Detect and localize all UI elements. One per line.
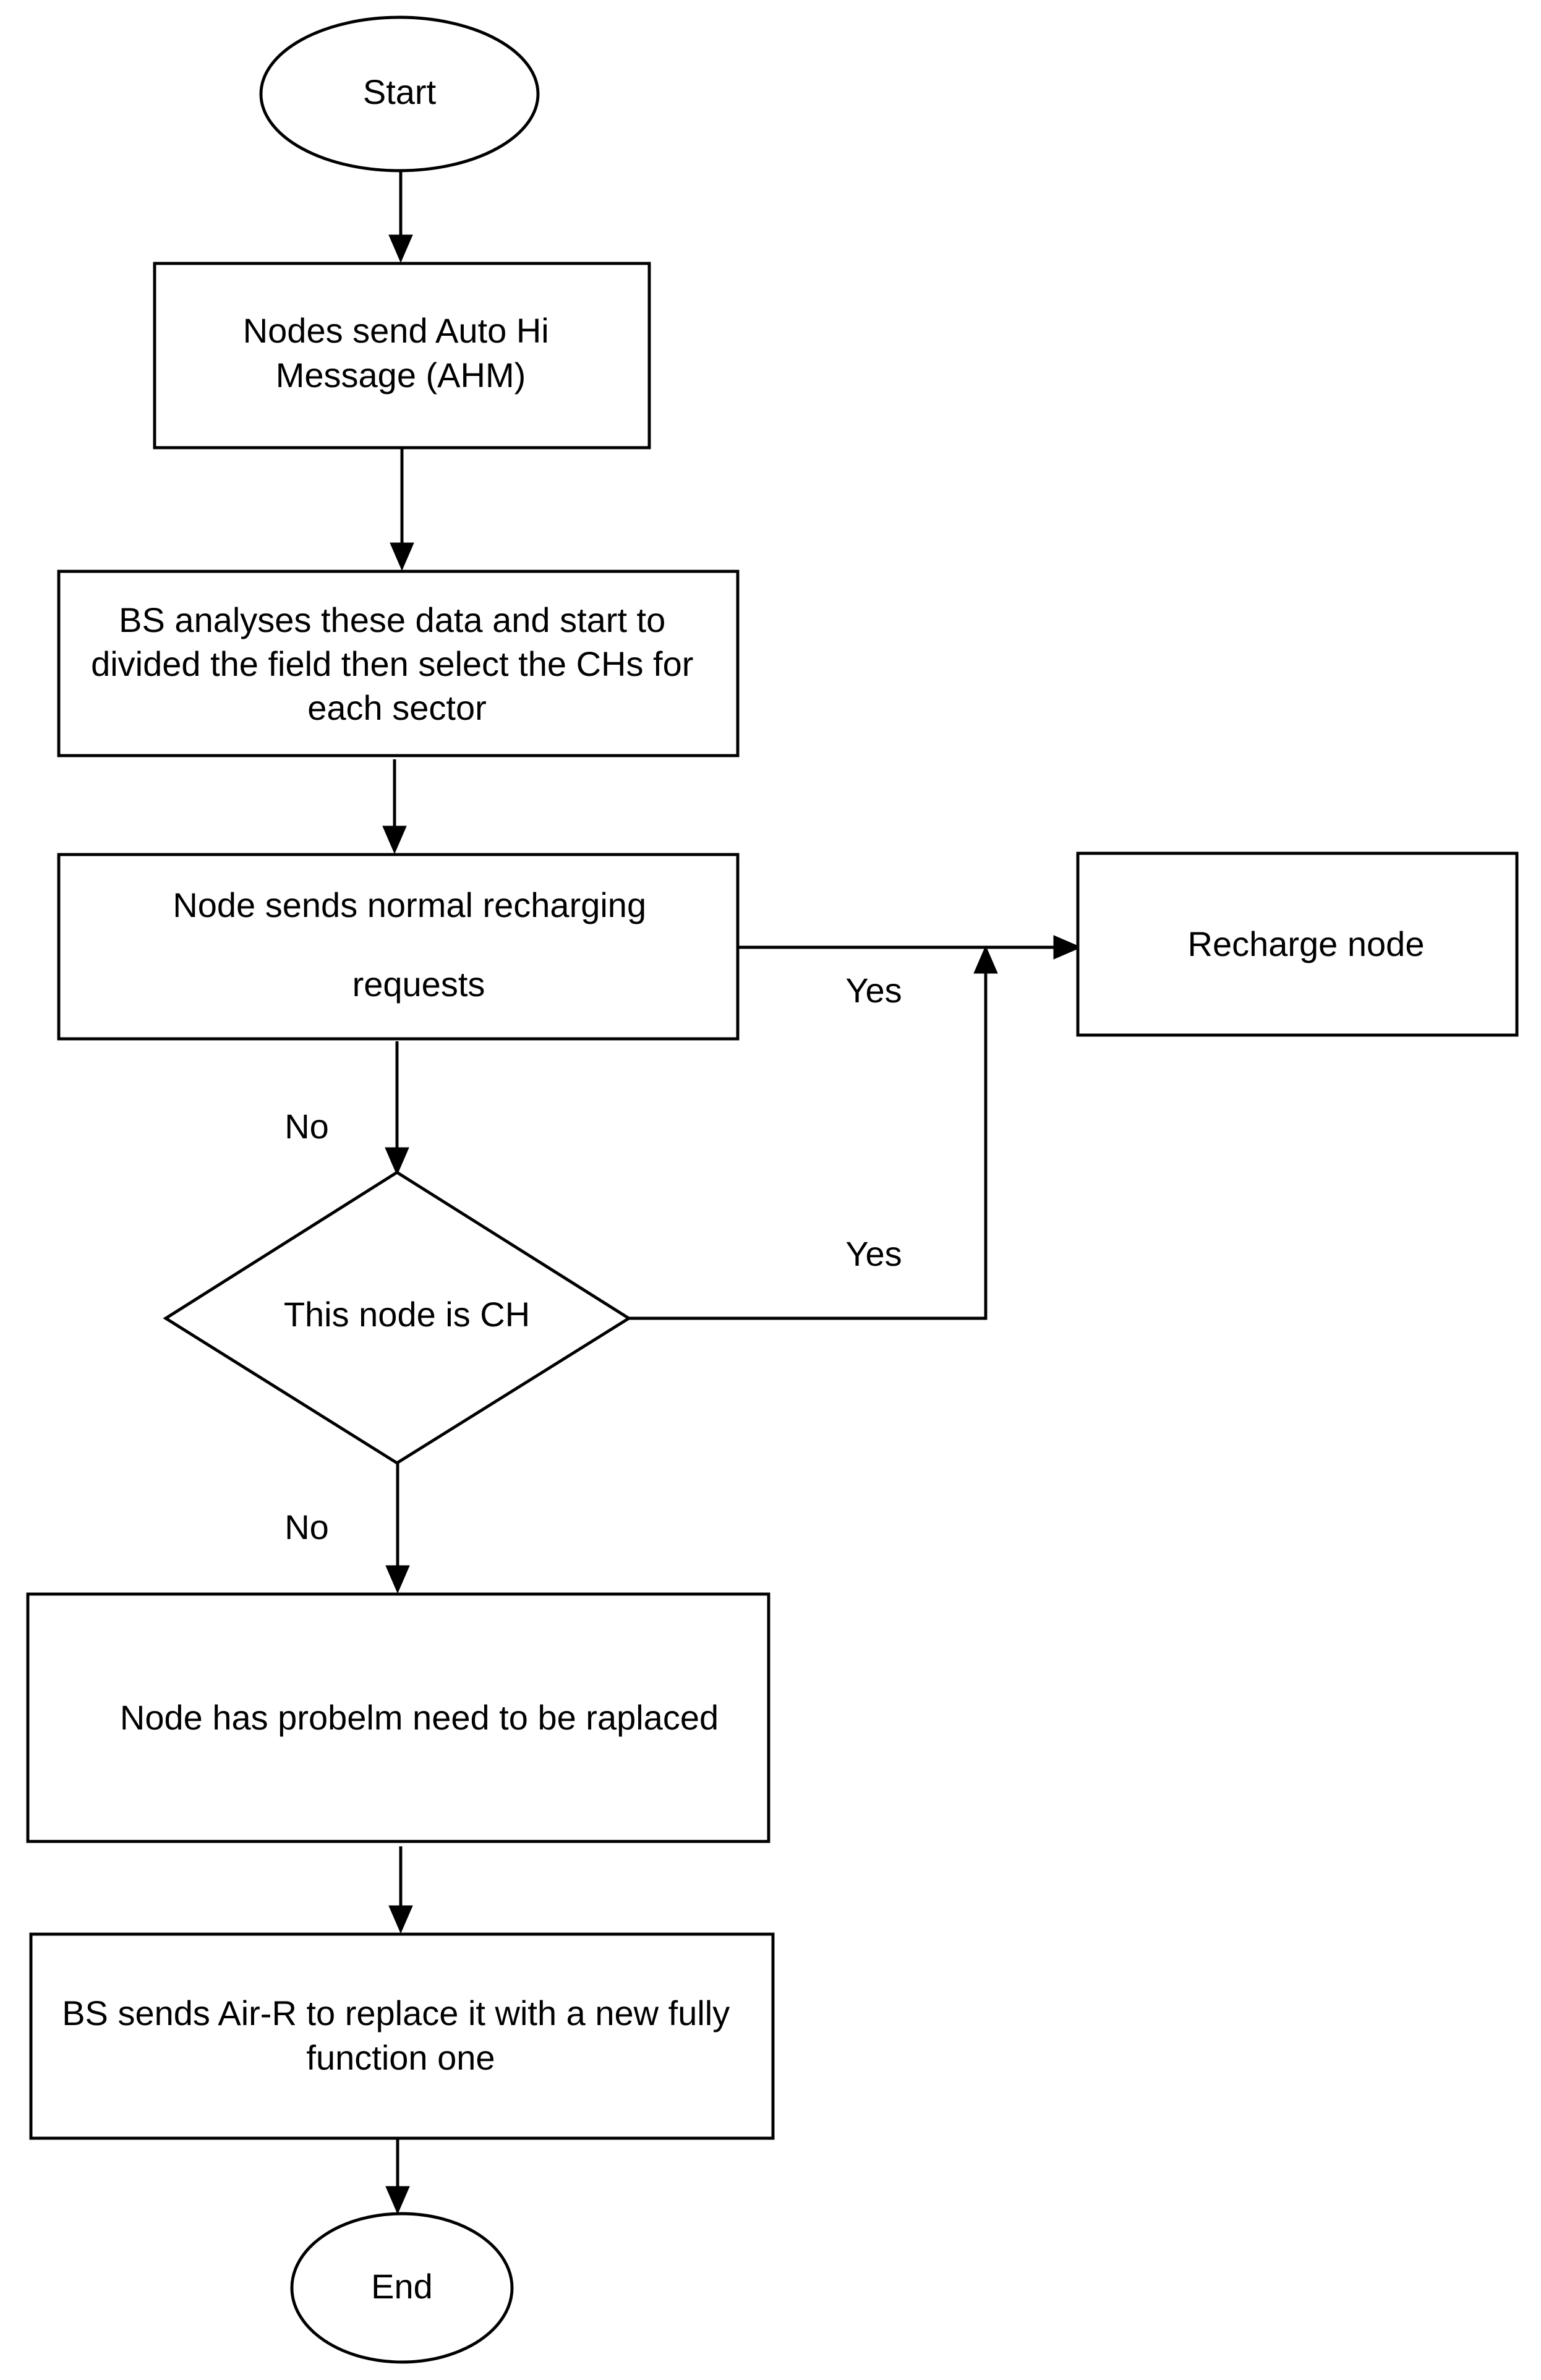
arrow-head-request-to-is-ch [385, 1147, 409, 1176]
start-label: Start [363, 72, 437, 111]
yes-ch-label: Yes [845, 1234, 902, 1273]
replace-needed-process-label: Node has probelm need to be raplaced [120, 1698, 719, 1737]
arrow-head-replace-needed-to-air-r [388, 1905, 413, 1934]
arrow-head-air-r-to-end [385, 2186, 410, 2215]
connector-is-ch-to-recharge [629, 961, 988, 1320]
arrow-head-start-to-ahm [388, 234, 413, 263]
ahm-process-label: Nodes send Auto Hi Message (AHM) [243, 311, 559, 395]
arrow-head-ahm-to-bs-analyses [390, 542, 414, 571]
no-ch-label: No [284, 1508, 329, 1546]
replace-needed-process-box [26, 1592, 770, 1843]
start-terminator [259, 15, 540, 173]
is-ch-decision-label: This node is CH [284, 1295, 530, 1334]
normal-request-process-label: Node sends normal recharging requests [173, 885, 655, 1004]
bs-analyses-process-box [57, 569, 740, 757]
normal-request-process-box [57, 853, 740, 1041]
recharge-process-box [1076, 851, 1519, 1037]
bs-analyses-process-label: BS analyses these data and start to divi… [91, 600, 703, 727]
no-request-label: No [284, 1107, 329, 1146]
end-label: End [371, 2267, 433, 2306]
arrow-head-is-ch-to-recharge [973, 945, 998, 974]
arrow-head-is-ch-to-replace-needed [385, 1565, 410, 1594]
end-terminator [290, 2212, 514, 2364]
air-r-process-box [29, 1932, 775, 2140]
air-r-process-label: BS sends Air-R to replace it with a new … [62, 1994, 740, 2077]
recharge-process-label: Recharge node [1188, 924, 1425, 963]
is-ch-decision-diamond [163, 1171, 632, 1465]
ahm-process-box [153, 262, 651, 450]
arrow-head-bs-analyses-to-request [382, 825, 407, 855]
arrow-head-request-to-recharge [1053, 935, 1082, 960]
yes-request-label: Yes [845, 971, 902, 1010]
